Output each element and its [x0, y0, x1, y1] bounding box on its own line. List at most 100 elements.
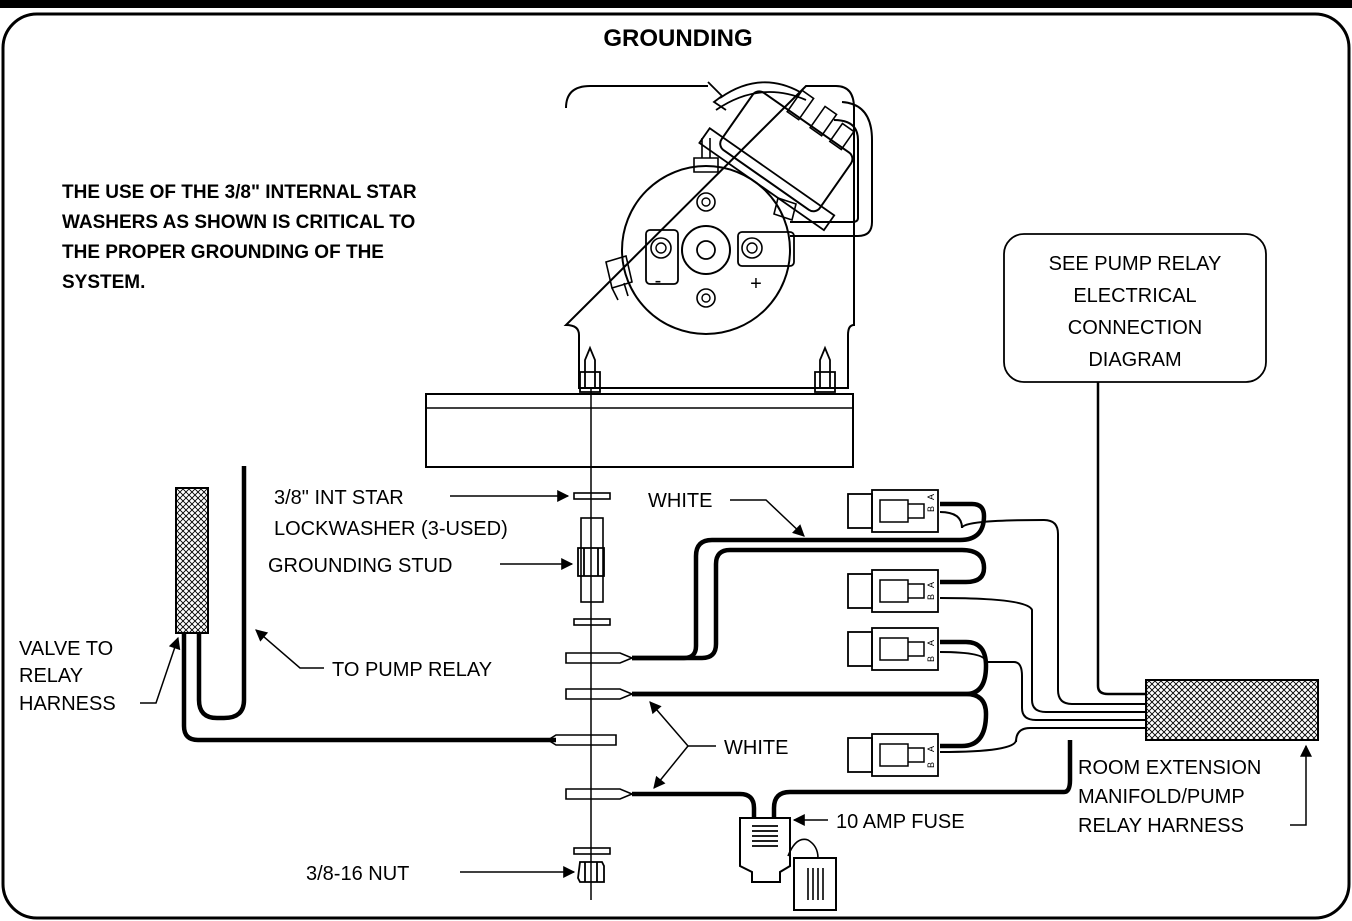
to-pump-relay-label: TO PUMP RELAY [332, 659, 492, 681]
bottom-nut-icon [577, 861, 605, 883]
mount-bolt-bottom-icon [696, 288, 716, 308]
pump-motor-assembly: - + [563, 81, 873, 393]
right-foot-stud [819, 345, 831, 388]
connector-2-body [847, 573, 873, 609]
washer-label-line-1: 3/8" INT STAR [274, 487, 404, 509]
fuse-cap-ridges-icon [807, 868, 824, 900]
negative-terminal-label: - [655, 270, 662, 292]
header-bar [0, 0, 1352, 8]
cable-break-icon [707, 81, 727, 111]
connector-4-latch [879, 743, 925, 767]
white-wire-leader-top [730, 499, 805, 537]
ring-terminal-3 [546, 734, 617, 746]
to-pump-relay-wire [196, 466, 247, 721]
connector-1-pin-b: B [926, 506, 936, 512]
connector-4-pin-a: A [926, 746, 936, 752]
star-washer-middle [573, 618, 611, 626]
room-harness-label-line-3: RELAY HARNESS [1078, 815, 1244, 837]
connector-3-pin-a: A [926, 640, 936, 646]
valve-label-line-1: VALVE TO [19, 638, 113, 660]
connector-2-housing [871, 569, 939, 613]
ring-terminal-2 [565, 688, 635, 700]
top-stud [693, 138, 719, 173]
white-wire-top-2 [632, 547, 987, 661]
negative-terminal [645, 229, 679, 285]
motor-hub-outer [681, 225, 731, 275]
diagram-title: GROUNDING [603, 25, 752, 52]
positive-terminal-label: + [750, 273, 762, 295]
stud-hex-nut [577, 547, 605, 577]
harness-wires [632, 382, 1146, 818]
note-line-1: THE USE OF THE 3/8" INTERNAL STAR [62, 182, 417, 203]
note-line-3: THE PROPER GROUNDING OF THE [62, 242, 384, 263]
connector-3-body [847, 631, 873, 667]
left-foot-nut [579, 371, 601, 393]
right-foot-nut [814, 371, 836, 393]
connector-4-body [847, 737, 873, 773]
valve-label-line-2: RELAY [19, 665, 83, 687]
valve-label-line-3: HARNESS [19, 693, 116, 715]
fuse-wire [632, 740, 1073, 818]
mount-bolt-top-center [701, 197, 711, 207]
mount-bolt-top-icon [696, 192, 716, 212]
fuse-holder-grip-icon [752, 825, 778, 847]
callout-line-2: ELECTRICAL [1073, 285, 1196, 307]
connector-3-latch [879, 637, 925, 661]
white-wire-label-bottom: WHITE [724, 737, 788, 759]
positive-terminal-nut [741, 237, 763, 259]
white-wire-leader-bottom-2 [653, 745, 689, 789]
note-line-4: SYSTEM. [62, 272, 145, 293]
negative-terminal-nut [650, 237, 672, 259]
cable-clamp [773, 196, 797, 222]
motor-hub-inner [696, 240, 716, 260]
white-wire-label-top: WHITE [648, 490, 712, 512]
white-wire-top-1 [632, 501, 987, 661]
to-pump-relay-leader [255, 629, 324, 669]
washer-label-line-2: LOCKWASHER (3-USED) [274, 518, 508, 540]
connector-1-latch [879, 499, 925, 523]
positive-terminal [737, 231, 795, 267]
note-line-2: WASHERS AS SHOWN IS CRITICAL TO [62, 212, 415, 233]
ring-terminal-4 [565, 788, 635, 800]
callout-line-3: CONNECTION [1068, 317, 1202, 339]
connector-3-housing [871, 627, 939, 671]
valve-ground-wire [181, 633, 556, 743]
solenoid-cable-loop [790, 101, 873, 237]
fuse-holder [739, 817, 837, 911]
pump-relay-callout-box [1003, 233, 1267, 383]
connector-4-pin-b: B [926, 762, 936, 768]
mount-bolt-bottom-center [701, 293, 711, 303]
mounting-plate [425, 393, 854, 468]
valve-leader [140, 636, 181, 704]
room-harness-leader [1290, 744, 1312, 826]
connector-3: B A [847, 627, 939, 671]
diagram-frame [1, 12, 1351, 920]
ring-terminal-1 [565, 652, 635, 664]
negative-terminal-nut-center [655, 242, 667, 254]
white-wire-lower [632, 691, 989, 749]
white-wire-middle [632, 639, 989, 697]
callout-line-1: SEE PUMP RELAY [1049, 253, 1222, 275]
fuse-strap [787, 838, 819, 859]
room-harness-label-line-1: ROOM EXTENSION [1078, 757, 1261, 779]
fuse-label: 10 AMP FUSE [836, 811, 965, 833]
positive-terminal-nut-center [746, 242, 758, 254]
connector-4: B A [847, 733, 939, 777]
nut-label: 3/8-16 NUT [306, 863, 409, 885]
star-washer-bottom [573, 847, 611, 855]
solenoid-cable-top [715, 81, 807, 111]
connector-4-wire [939, 727, 1146, 753]
connector-1-body [847, 493, 873, 529]
room-harness-label-line-2: MANIFOLD/PUMP [1078, 786, 1245, 808]
connector-2-pin-a: A [926, 582, 936, 588]
connector-1-wire [939, 511, 1146, 705]
connector-2-latch [879, 579, 925, 603]
connector-1: B A [847, 489, 939, 533]
star-washer-top [573, 492, 611, 500]
grounding-stud-label: GROUNDING STUD [268, 555, 452, 577]
callout-line-4: DIAGRAM [1088, 349, 1181, 371]
fuse-holder-body [739, 817, 791, 883]
grounding-note: THE USE OF THE 3/8" INTERNAL STAR WASHER… [62, 182, 417, 293]
grounding-stud-stack [546, 388, 635, 900]
